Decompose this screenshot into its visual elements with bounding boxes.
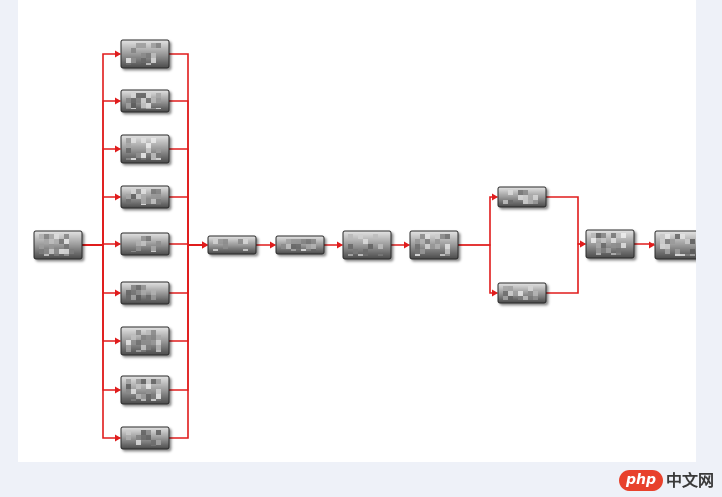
node-pixelated-content (126, 189, 161, 205)
connector-n-branch-top-to-n-merge (546, 196, 585, 245)
connector-n-fan-9-to-n-seq-1-arrow (202, 241, 208, 249)
connector-n-seq-4-to-n-branch-bottom-arrow (492, 289, 498, 297)
connector-n-seq-1-to-n-seq-2-arrow (270, 241, 276, 249)
connector-n-start-to-n-fan-7-arrow (115, 337, 121, 345)
node-pixelated-content (126, 138, 161, 160)
node-box (207, 235, 257, 255)
flow-node-branch-top (497, 186, 547, 208)
connector-n-start-to-n-fan-8-arrow (115, 386, 121, 394)
connector-n-seq-3-to-n-seq-4-arrow (404, 241, 410, 249)
connector-n-seq-2-to-n-seq-3-arrow (337, 241, 343, 249)
flow-node-merge (585, 229, 635, 259)
node-pixelated-content (126, 430, 161, 446)
flow-node-fan-2 (120, 89, 170, 113)
node-pixelated-content (281, 239, 316, 251)
connector-n-fan-4-to-n-seq-1 (169, 196, 207, 246)
node-pixelated-content (126, 43, 161, 65)
watermark-badge: php (618, 470, 663, 491)
node-pixelated-content (39, 234, 74, 256)
connector-n-branch-bottom-to-n-merge-arrow (580, 240, 586, 248)
connector-n-fan-9-to-n-seq-1 (169, 244, 207, 439)
node-pixelated-content (126, 330, 161, 352)
node-pixelated-content (503, 286, 538, 300)
flow-node-fan-3 (120, 134, 170, 164)
connector-n-start-to-n-fan-4 (82, 196, 120, 246)
connector-n-start-to-n-fan-6-arrow (115, 289, 121, 297)
node-pixelated-content (591, 233, 626, 255)
flow-node-seq-3 (342, 230, 392, 260)
flow-node-fan-4 (120, 185, 170, 209)
connector-n-start-to-n-fan-3-arrow (115, 145, 121, 153)
connector-n-start-to-n-fan-4-arrow (115, 193, 121, 201)
flow-node-fan-1 (120, 39, 170, 69)
flow-node-fan-7 (120, 326, 170, 356)
connector-n-start-to-n-fan-5-arrow (115, 240, 121, 248)
connector-n-seq-4-to-n-branch-top (458, 196, 497, 246)
node-pixelated-content (503, 190, 538, 204)
node-pixelated-content (348, 234, 383, 256)
node-pixelated-content (126, 93, 161, 109)
flow-diagram (33, 39, 696, 450)
flow-node-seq-2 (275, 235, 325, 255)
connector-n-seq-4-to-n-branch-top-arrow (492, 193, 498, 201)
connector-layer (82, 50, 655, 442)
flow-node-fan-9 (120, 426, 170, 450)
connector-n-start-to-n-fan-9-arrow (115, 434, 121, 442)
flow-node-fan-5 (120, 232, 170, 256)
node-pixelated-content (126, 236, 161, 252)
flow-node-start (33, 230, 83, 260)
flow-node-seq-4 (409, 230, 459, 260)
connector-n-start-to-n-fan-2-arrow (115, 97, 121, 105)
connector-n-start-to-n-fan-8 (82, 244, 120, 391)
connector-n-start-to-n-fan-9 (82, 244, 120, 439)
node-pixelated-content (415, 234, 450, 256)
connector-n-start-to-n-fan-2 (82, 100, 120, 246)
flow-node-fan-6 (120, 281, 170, 305)
flow-node-seq-1 (207, 235, 257, 255)
node-layer (33, 39, 696, 450)
connector-n-seq-4-to-n-branch-bottom (458, 244, 497, 294)
diagram-canvas (18, 0, 696, 462)
flow-node-fan-8 (120, 375, 170, 405)
connector-n-merge-to-n-end-arrow (649, 241, 655, 249)
watermark-text: 中文网 (665, 470, 714, 490)
connector-n-branch-bottom-to-n-merge (546, 243, 585, 294)
node-pixelated-content (660, 234, 695, 256)
flow-node-branch-bottom (497, 282, 547, 304)
node-pixelated-content (126, 285, 156, 301)
node-pixelated-content (213, 239, 248, 251)
connector-n-start-to-n-fan-1-arrow (115, 50, 121, 58)
watermark-logo: php 中文网 (618, 470, 714, 491)
connector-n-start-to-n-fan-6 (82, 244, 120, 294)
flow-node-end (654, 230, 696, 260)
node-pixelated-content (126, 379, 161, 401)
